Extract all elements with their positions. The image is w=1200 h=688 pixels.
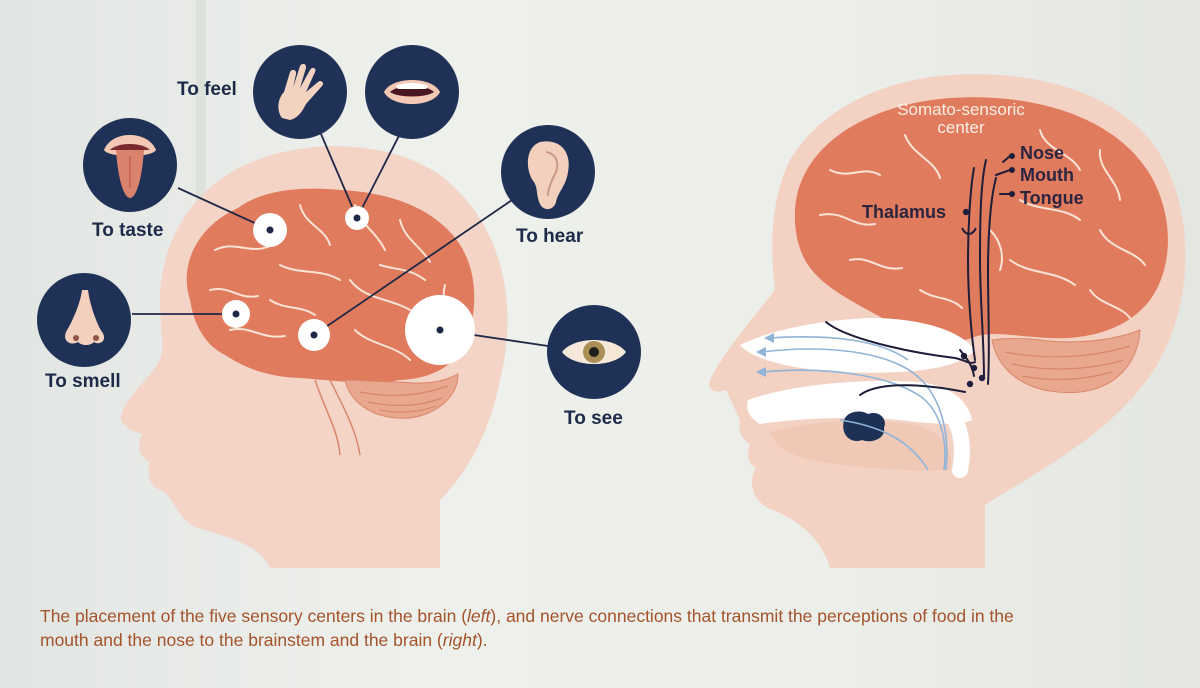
nasal-cavity xyxy=(740,318,975,373)
label-mouth: Mouth xyxy=(1020,165,1074,185)
right-brain-folds xyxy=(819,129,1146,319)
nose-icon xyxy=(37,273,131,367)
label-to-see: To see xyxy=(564,408,623,429)
left-cerebellum-folds xyxy=(359,385,449,413)
page-fold xyxy=(196,0,206,370)
ear-icon xyxy=(501,125,595,219)
label-to-taste: To taste xyxy=(92,220,164,241)
label-nose: Nose xyxy=(1020,143,1065,163)
label-tongue: Tongue xyxy=(1020,188,1084,208)
thalamus-marker xyxy=(961,227,977,235)
label-to-hear: To hear xyxy=(516,226,584,247)
caption-left: left xyxy=(467,606,491,626)
nerve-nodes xyxy=(960,153,1015,388)
eye-icon xyxy=(547,305,641,399)
sensory-centers xyxy=(222,206,475,365)
food-bolus xyxy=(843,411,885,442)
label-thalamus: Thalamus xyxy=(862,202,947,222)
label-to-feel: To feel xyxy=(177,79,237,100)
label-to-smell: To smell xyxy=(45,371,121,392)
airflow-lines xyxy=(761,336,948,471)
pharynx xyxy=(912,382,970,478)
label-somato-line1: Somato-sensoric xyxy=(897,100,1025,119)
caption-part2: ), and nerve connections that transmit t… xyxy=(40,606,1014,650)
mouth-icon xyxy=(365,45,459,139)
left-cerebellum xyxy=(344,373,459,419)
caption-part1: The placement of the five sensory center… xyxy=(40,606,468,626)
label-somato-line2: center xyxy=(937,117,985,137)
tongue-icon xyxy=(83,118,177,212)
caption-right: right xyxy=(442,630,477,650)
nerve-pathways xyxy=(825,155,1011,396)
left-brainstem xyxy=(314,379,361,456)
right-tongue xyxy=(770,420,951,471)
figure-caption: The placement of the five sensory center… xyxy=(40,604,1040,652)
hand-icon xyxy=(253,45,347,139)
airflow-arrows xyxy=(756,333,774,377)
label-somato-sensoric-center: Somato-sensoric center xyxy=(886,101,1036,137)
caption-part3: ). xyxy=(476,630,488,650)
right-cerebellum-folds xyxy=(1004,345,1131,381)
